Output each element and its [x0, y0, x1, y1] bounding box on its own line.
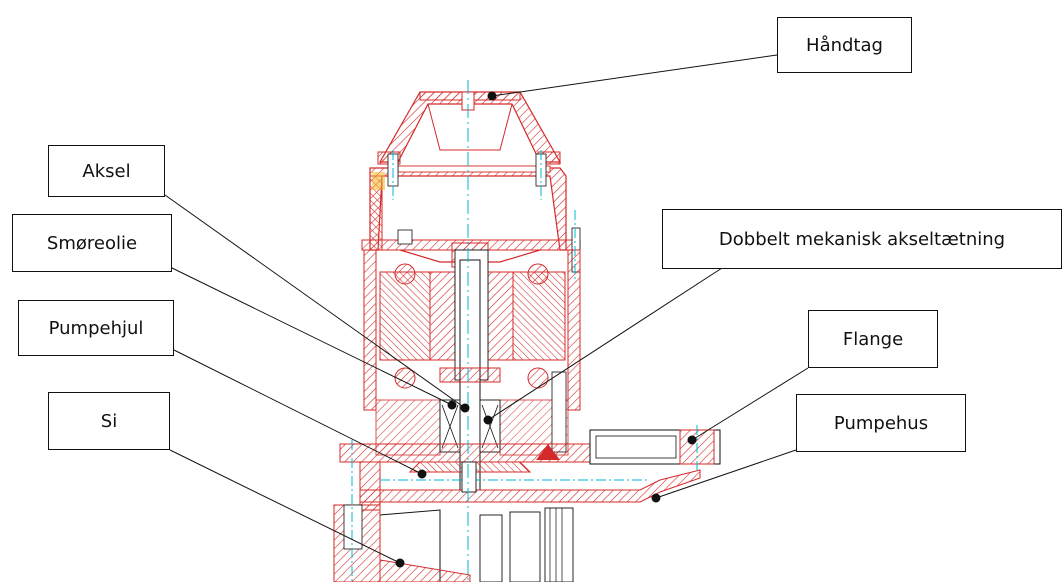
leader-flange — [691, 367, 809, 441]
label-housing: Pumpehus — [796, 394, 966, 452]
center-lines — [351, 80, 698, 582]
shaft-and-seal — [375, 259, 569, 491]
leader-shaft — [164, 194, 466, 409]
label-oil: Smøreolie — [12, 214, 172, 272]
leader-strainer — [169, 449, 401, 564]
leader-oil — [171, 267, 453, 406]
label-shaft: Aksel — [48, 145, 165, 197]
label-handle: Håndtag — [777, 17, 912, 73]
leader-seal — [487, 267, 723, 421]
label-flange: Flange — [808, 310, 938, 368]
label-impeller: Pumpehjul — [18, 300, 174, 356]
handle-part — [377, 91, 562, 165]
leader-impeller — [173, 349, 423, 475]
leader-lines — [164, 54, 809, 568]
leader-housing — [655, 449, 797, 499]
label-seal: Dobbelt mekanisk akseltætning — [662, 209, 1062, 269]
strainer-part — [333, 504, 574, 583]
label-strainer: Si — [48, 392, 170, 450]
leader-handle — [491, 54, 778, 97]
